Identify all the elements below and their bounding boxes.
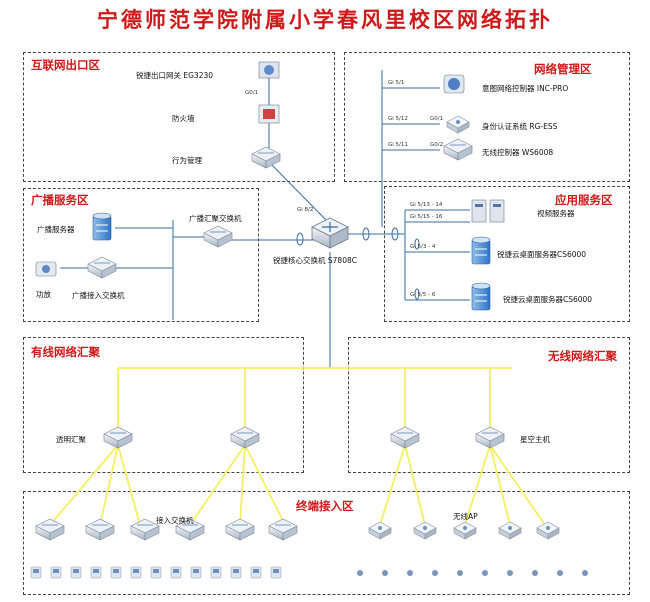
- port-gi51: Gi 5/1: [388, 80, 405, 86]
- broadcast-agg-switch-icon: [203, 225, 233, 248]
- video-server-label: 视频服务器: [537, 209, 575, 218]
- terminal-phone-icons: [30, 566, 282, 579]
- zone-application: [384, 186, 630, 322]
- port-g02: G0/2: [430, 142, 444, 148]
- wired-agg-label: 透明汇聚: [56, 435, 86, 444]
- amp-label: 功放: [36, 290, 51, 299]
- video-server-icon: [471, 199, 505, 223]
- access-switch-label: 接入交换机: [156, 516, 194, 525]
- cloud-server-2-icon: [471, 282, 491, 311]
- starry-host-icon: [475, 426, 505, 449]
- behavior-mgmt-icon: [251, 146, 281, 169]
- wireless-agg-switch-icon: [390, 426, 420, 449]
- port-gi513: Gi 5/13 - 14: [410, 202, 443, 208]
- wireless-ap-label: 无线AP: [453, 512, 478, 521]
- broadcast-server-label: 广播服务器: [37, 225, 75, 234]
- starry-label: 星空主机: [520, 435, 550, 444]
- port-gi511: Gi 5/11: [388, 142, 408, 148]
- wlc-label: 无线控制器 WS6008: [482, 148, 554, 157]
- broadcast-access-switch-icon: [87, 256, 117, 279]
- zone-title-internet: 互联网出口区: [31, 58, 100, 72]
- port-gi515: Gi 5/15 - 16: [410, 214, 443, 220]
- port-g01b: G0/1: [430, 116, 444, 122]
- core-switch-label: 锐捷核心交换机 S7808C: [273, 256, 357, 265]
- zone-title-wireless: 无线网络汇聚: [548, 349, 617, 363]
- broadcast-access-label: 广播接入交换机: [72, 291, 125, 300]
- cloud-server-2-label: 锐捷云桌面服务器CS6000: [503, 295, 593, 304]
- cloud-server-1-label: 锐捷云桌面服务器CS6000: [497, 250, 587, 259]
- firewall-icon: [258, 104, 280, 124]
- ess-label: 身份认证系统 RG-ESS: [482, 122, 558, 131]
- firewall-label: 防火墙: [172, 114, 195, 123]
- port-gi534: Gi 5/3 - 4: [410, 244, 436, 250]
- cloud-server-1-icon: [471, 236, 491, 265]
- port-gi556: Gi 5/5 - 6: [410, 292, 436, 298]
- broadcast-agg-label: 广播汇聚交换机: [189, 214, 242, 223]
- zone-wired: [23, 337, 304, 473]
- zone-terminal: [23, 491, 630, 595]
- wired-agg-switch-2-icon: [230, 426, 260, 449]
- behavior-label: 行为管理: [172, 156, 202, 165]
- zone-wireless: [348, 337, 630, 473]
- core-switch-icon: [311, 217, 349, 249]
- broadcast-server-icon: [92, 212, 112, 241]
- wireless-controller-icon: [443, 138, 473, 161]
- zone-internet: [23, 52, 335, 182]
- zone-broadcast: [23, 188, 259, 322]
- inc-label: 意图网络控制器 INC-PRO: [482, 84, 569, 93]
- wireless-ap-icons: [368, 521, 560, 540]
- amp-icon: [35, 261, 57, 277]
- gateway-icon: [258, 61, 280, 79]
- zone-title-terminal: 终端接入区: [296, 499, 354, 513]
- ess-auth-icon: [446, 115, 470, 134]
- zone-title-network-mgmt: 网络管理区: [534, 62, 592, 76]
- zone-title-wired: 有线网络汇聚: [31, 345, 100, 359]
- inc-controller-icon: [443, 74, 465, 94]
- zone-title-broadcast: 广播服务区: [31, 193, 89, 207]
- terminal-mobile-icons: [357, 570, 588, 576]
- port-gi512: Gi 5/12: [388, 116, 408, 122]
- port-core-up: Gi 8/2: [297, 207, 314, 213]
- gateway-label: 锐捷出口网关 EG3230: [136, 71, 214, 80]
- link-behavior-core: [268, 161, 329, 223]
- zone-network-mgmt: [344, 52, 630, 182]
- diagram-title: 宁德师范学院附属小学春风里校区网络拓扑: [97, 7, 553, 32]
- port-g01: G0/1: [245, 90, 259, 96]
- zone-title-application: 应用服务区: [555, 193, 613, 207]
- wired-agg-switch-1-icon: [103, 426, 133, 449]
